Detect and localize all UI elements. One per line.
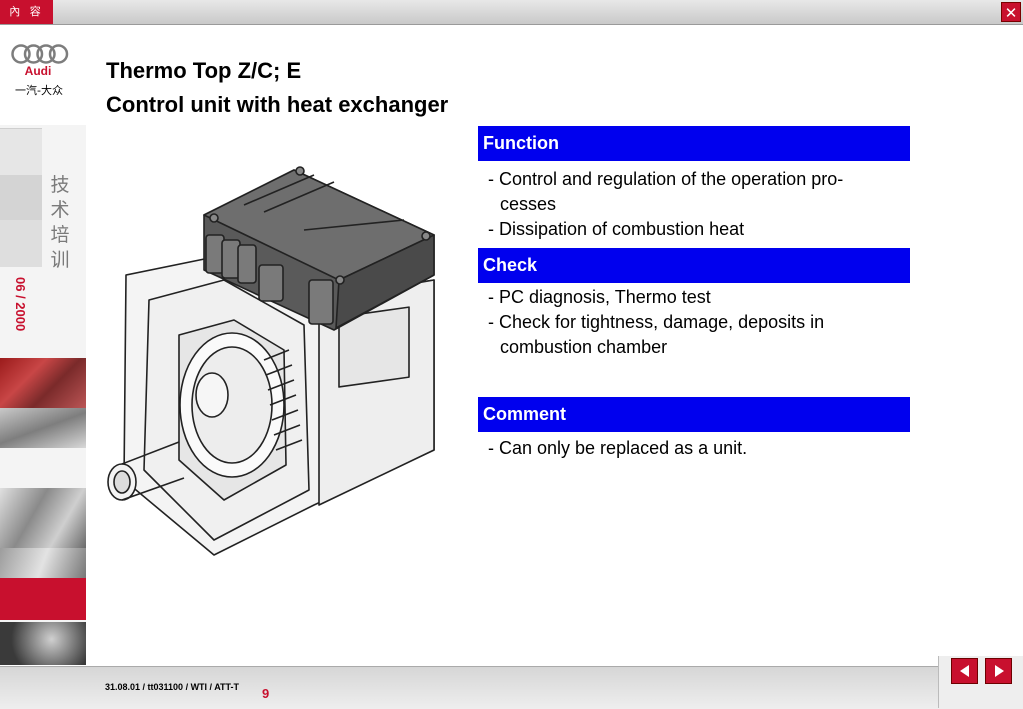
sidebar-photo [0, 408, 86, 448]
check-header: Check [478, 248, 910, 283]
title-line-1: Thermo Top Z/C; E [106, 58, 302, 83]
comment-text: - Can only be replaced as a unit. [488, 436, 908, 461]
sidebar-panel [0, 175, 42, 220]
page-number: 9 [262, 686, 270, 701]
triangle-right-icon [995, 665, 1004, 677]
check-line: combustion chamber [500, 337, 668, 357]
triangle-left-icon [960, 665, 969, 677]
previous-page-button[interactable] [951, 658, 978, 684]
sidebar-panel [0, 220, 42, 267]
function-line: cesses [500, 194, 557, 214]
check-line: - PC diagnosis, Thermo test [488, 287, 711, 307]
training-label: 技 术 培 训 [48, 173, 72, 273]
heater-illustration [107, 166, 435, 556]
page-title: Thermo Top Z/C; E Control unit with heat… [106, 54, 448, 122]
company-name: 一汽-大众 [15, 84, 63, 97]
bottom-bar [0, 666, 1023, 709]
top-bar: 內 容 ✕ [0, 0, 1023, 25]
sidebar-panel [0, 128, 42, 176]
logo-area: Audi 一汽-大众 [0, 25, 86, 125]
training-char: 训 [50, 249, 70, 271]
check-text: - PC diagnosis, Thermo test - Check for … [488, 285, 908, 360]
sidebar: Audi 一汽-大众 技 术 培 训 06 / 2000 [0, 25, 86, 665]
contents-button[interactable]: 內 容 [0, 0, 53, 24]
function-header: Function [478, 126, 910, 161]
title-line-2: Control unit with heat exchanger [106, 92, 449, 117]
function-line: - Dissipation of combustion heat [488, 219, 745, 239]
sidebar-photo [0, 622, 86, 665]
sidebar-photo [0, 488, 86, 548]
next-page-button[interactable] [985, 658, 1012, 684]
training-char: 培 [50, 224, 70, 246]
check-line: - Check for tightness, damage, deposits … [488, 312, 825, 332]
sidebar-photo [0, 358, 86, 408]
footer-reference: 31.08.01 / tt031100 / WTI / ATT-T [105, 682, 240, 692]
training-char: 术 [50, 199, 70, 221]
sidebar-color-block [0, 578, 86, 620]
function-line: - Control and regulation of the operatio… [488, 169, 844, 189]
comment-header: Comment [478, 397, 910, 432]
close-button[interactable]: ✕ [1001, 2, 1021, 22]
training-char: 技 [50, 174, 70, 196]
audi-rings-icon [11, 44, 69, 64]
edition-date: 06 / 2000 [13, 277, 28, 332]
sidebar-photo [0, 548, 86, 578]
brand-name: Audi [24, 64, 52, 78]
function-text: - Control and regulation of the operatio… [488, 167, 908, 242]
comment-line: - Can only be replaced as a unit. [488, 438, 748, 458]
